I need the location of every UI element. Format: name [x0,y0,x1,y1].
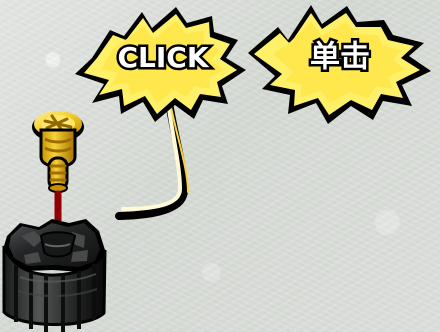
click-label: CLICK [117,41,209,74]
click-label-chinese: 单击 [310,40,370,75]
click-burst-left [75,7,246,122]
black-base-part [2,219,107,332]
yellow-peg-part [32,111,84,193]
click-burst-right [248,5,431,124]
